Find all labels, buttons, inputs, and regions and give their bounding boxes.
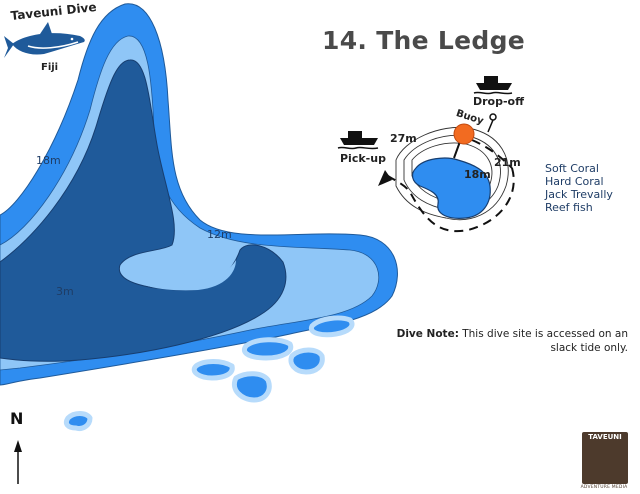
- species-item: Hard Coral: [545, 175, 604, 188]
- depth-label-12m: 12m: [207, 228, 232, 241]
- drop-off-boat-icon: [473, 76, 513, 95]
- route-arrow-icon: [378, 170, 392, 186]
- buoy-marker-icon: [453, 123, 475, 145]
- species-item: Jack Trevally: [545, 188, 613, 201]
- shark-icon: [4, 22, 85, 58]
- depth-label-27m: 27m: [390, 132, 417, 145]
- inset-island: [411, 157, 491, 219]
- pick-up-label: Pick-up: [340, 152, 386, 165]
- depth-label-21m: 21m: [494, 156, 521, 169]
- reef-notch: [122, 252, 236, 291]
- publisher-tagline: ADVENTURE MEDIA: [580, 485, 628, 490]
- page-title: 14. The Ledge: [322, 26, 526, 55]
- dive-note-text: This dive site is accessed on an slack t…: [462, 328, 628, 354]
- species-list: Soft Coral Hard Coral Jack Trevally Reef…: [545, 162, 613, 214]
- publisher-name: TAVEUNI: [588, 433, 622, 441]
- pick-up-boat-icon: [337, 131, 379, 150]
- depth-label-18m: 18m: [36, 154, 61, 167]
- publisher-logo: [582, 432, 628, 484]
- depth-label-3m: 3m: [56, 285, 74, 298]
- species-item: Reef fish: [545, 201, 593, 214]
- dive-note: Dive Note: This dive site is accessed on…: [368, 327, 628, 355]
- north-arrow-icon: [14, 440, 22, 484]
- dive-note-label: Dive Note:: [396, 328, 459, 340]
- drop-off-label: Drop-off: [473, 95, 525, 108]
- patch-reefs: [63, 315, 355, 431]
- inset-route: [387, 167, 515, 233]
- drop-off-pin-icon: [487, 113, 497, 133]
- logo-subtitle: Fiji: [41, 62, 59, 73]
- north-label: N: [10, 409, 24, 428]
- inset-route-top: [471, 139, 513, 169]
- depth-label-18m-inset: 18m: [464, 168, 491, 181]
- species-item: Soft Coral: [545, 162, 599, 175]
